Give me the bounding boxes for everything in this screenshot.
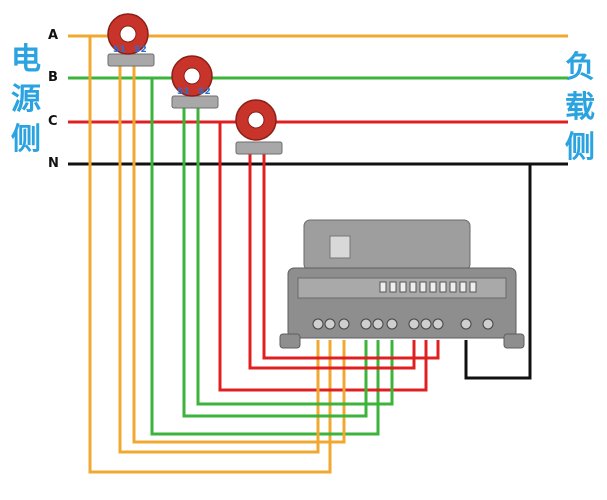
line-label-n: N [48,156,59,171]
line-label-b: B [48,70,58,85]
energy-meter [279,219,525,349]
line-label-c: C [48,114,58,129]
line-label-a: A [48,28,59,43]
load-side-char: 载 [565,90,595,125]
ct-terminal-s2: S2 [134,45,147,55]
wire-n [464,164,532,380]
wire-c-ct-s1 [248,150,416,370]
wire-b-voltage [150,78,380,436]
wire-c-voltage [218,122,428,392]
load-side-char: 侧 [565,130,595,165]
ct-terminal-s1: S1 [113,45,126,55]
meter-aux-terminals [379,281,477,293]
source-side-label: 电 源 侧 [6,40,46,160]
wire-a-voltage [88,36,332,474]
source-side-char: 侧 [11,122,41,157]
ct-terminal-s1: S1 [177,87,190,97]
load-side-char: 负 [565,50,595,85]
load-side-label: 负 载 侧 [560,48,600,168]
ct-terminal-s2: S2 [198,87,211,97]
wire-a-ct-s1 [118,62,320,454]
wire-b-ct-s2 [196,104,394,406]
meter-terminal-block [312,318,494,330]
current-transformer-c [235,99,283,155]
current-transformer-b: S1 S2 [171,55,219,109]
wire-a-ct-s2 [132,62,346,444]
current-transformer-a: S1 S2 [107,13,155,67]
source-side-char: 电 [11,42,41,77]
wire-c-ct-s2 [262,150,440,360]
wire-b-ct-s1 [182,104,368,418]
source-side-char: 源 [11,82,41,117]
